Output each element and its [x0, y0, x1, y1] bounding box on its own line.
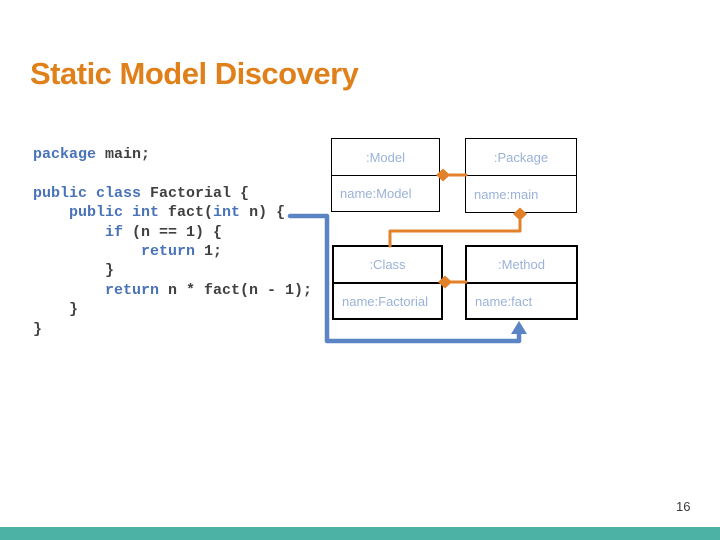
code-line	[33, 164, 312, 183]
code-line: public int fact(int n) {	[69, 204, 286, 222]
code-line: package main;	[33, 146, 151, 163]
object-stereotype: :Package	[466, 139, 576, 176]
object-attribute: name:Model	[340, 186, 412, 201]
object-stereotype: :Model	[332, 139, 439, 176]
code-line: return n * fact(n - 1);	[105, 281, 313, 299]
trace-arrowhead	[511, 321, 527, 334]
object-box-class: :Class name:Factorial	[332, 245, 443, 320]
code-line: return 1;	[141, 242, 223, 260]
object-stereotype: :Class	[334, 247, 441, 284]
page-number: 16	[676, 499, 691, 514]
object-attribute: name:Factorial	[342, 293, 428, 309]
code-block: package main; public class Factorial { p…	[33, 145, 312, 339]
object-box-method: :Method name:fact	[465, 245, 578, 320]
object-stereotype: :Method	[467, 247, 576, 284]
footer-bar	[0, 527, 720, 540]
object-box-package: :Package name:main	[465, 138, 577, 213]
code-line: }	[33, 301, 79, 319]
code-line: if (n == 1) {	[105, 223, 223, 241]
code-line: }	[33, 320, 43, 338]
object-attribute: name:main	[474, 186, 539, 202]
slide-title: Static Model Discovery	[30, 56, 359, 91]
containment-connector-package-class	[388, 216, 522, 248]
code-line: public class Factorial {	[33, 184, 250, 202]
code-line: }	[33, 262, 115, 280]
object-attribute: name:fact	[475, 293, 533, 309]
object-box-model: :Model name:Model	[331, 138, 440, 212]
